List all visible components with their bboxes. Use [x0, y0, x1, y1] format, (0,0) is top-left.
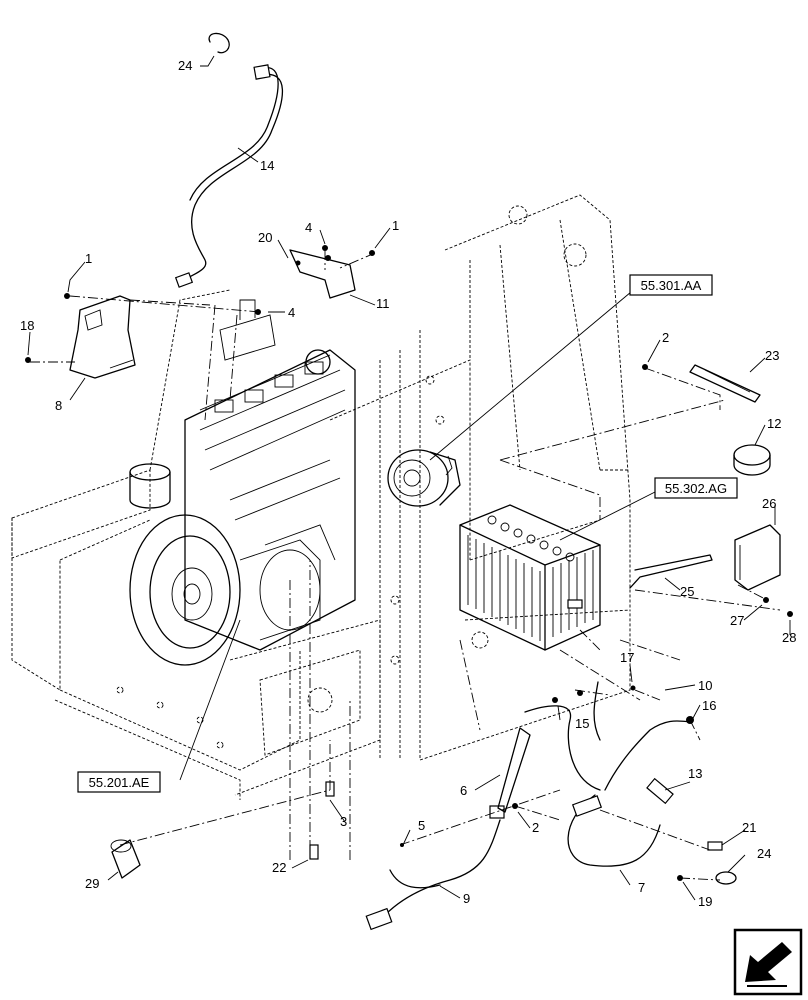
reference-label: 55.301.AA [641, 278, 702, 293]
callout-24-top: 24 [178, 58, 192, 73]
callout-20: 20 [258, 230, 272, 245]
callout-2-top: 2 [662, 330, 669, 345]
callout-29: 29 [85, 876, 99, 891]
assembly-lines [30, 250, 781, 881]
machine-frame [11, 194, 631, 800]
callout-5: 5 [418, 818, 425, 833]
engine-assembly [129, 299, 356, 666]
callout-22: 22 [272, 860, 286, 875]
callout-18: 18 [20, 318, 34, 333]
callout-9: 9 [463, 891, 470, 906]
callout-6: 6 [460, 783, 467, 798]
reference-55-302-ag[interactable]: 55.302.AG [654, 477, 738, 499]
callout-11: 11 [376, 296, 390, 311]
clamp-29 [110, 839, 141, 879]
bracket-11 [289, 249, 356, 299]
callout-13: 13 [688, 766, 702, 781]
callout-24-bottom: 24 [757, 846, 771, 861]
callout-23: 23 [765, 348, 779, 363]
callout-2-bottom: 2 [532, 820, 539, 835]
reference-label: 55.201.AE [89, 775, 150, 790]
clamp-12 [733, 444, 771, 476]
callout-28: 28 [782, 630, 796, 645]
callout-10: 10 [698, 678, 712, 693]
reference-label: 55.302.AG [665, 481, 727, 496]
strap-23 [689, 364, 761, 403]
harness-9 [365, 805, 505, 931]
callout-25: 25 [680, 584, 694, 599]
callout-1-top: 1 [392, 218, 399, 233]
callout-7: 7 [638, 880, 645, 895]
rod-25 [629, 554, 713, 589]
callout-15: 15 [575, 716, 589, 731]
callout-27: 27 [730, 613, 744, 628]
callout-12: 12 [767, 416, 781, 431]
battery [459, 504, 601, 651]
callout-21: 21 [742, 820, 756, 835]
callout-numbers: 24 14 20 4 1 1 11 4 18 8 2 23 12 26 25 2… [20, 58, 796, 909]
cover-26 [734, 524, 781, 591]
callout-4-mid: 4 [288, 305, 295, 320]
callout-1-left: 1 [85, 251, 92, 266]
callout-4-top: 4 [305, 220, 312, 235]
harness-14 [174, 32, 284, 288]
reference-55-301-aa[interactable]: 55.301.AA [629, 274, 713, 296]
front-arrow-icon [733, 928, 803, 996]
callout-26: 26 [762, 496, 776, 511]
callout-16: 16 [702, 698, 716, 713]
battery-cable-7 [524, 681, 691, 867]
callout-8: 8 [55, 398, 62, 413]
callout-3: 3 [340, 814, 347, 829]
alternator [387, 449, 461, 507]
bracket-6 [497, 727, 531, 813]
leader-lines [27, 55, 791, 901]
callout-19: 19 [698, 894, 712, 909]
bracket-8 [69, 295, 136, 379]
callout-14: 14 [260, 158, 274, 173]
callout-17: 17 [620, 650, 634, 665]
reference-55-201-ae[interactable]: 55.201.AE [77, 771, 161, 793]
